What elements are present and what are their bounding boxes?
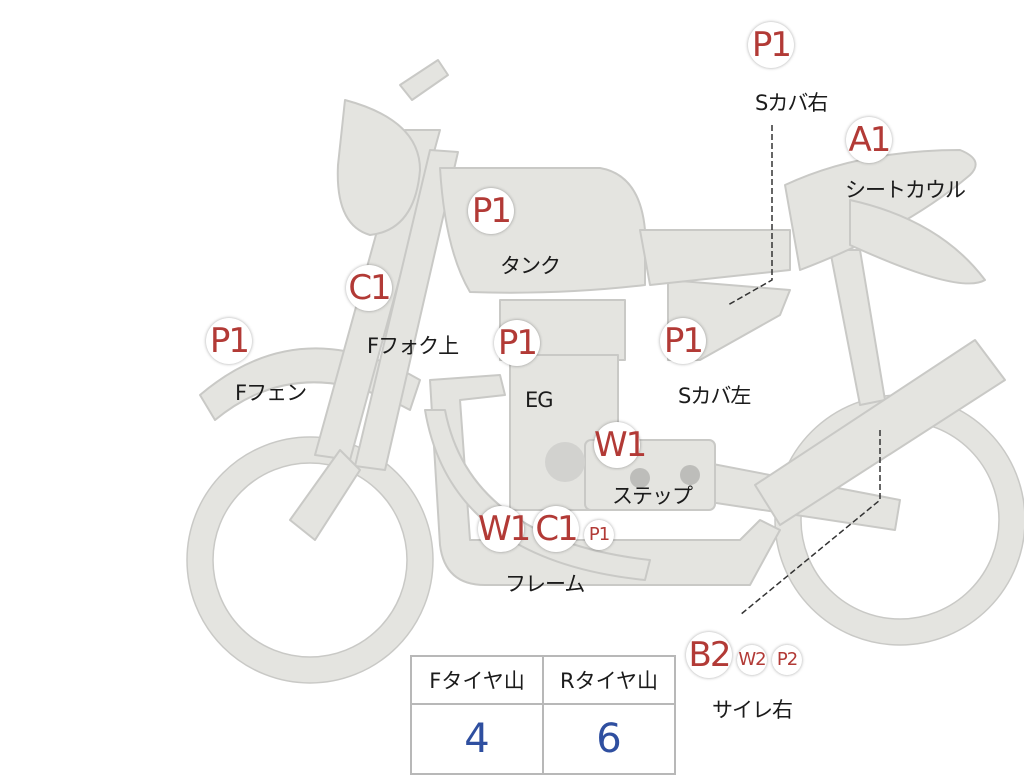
grade-badge-tank: P1 — [468, 188, 514, 234]
seat-shape — [639, 229, 791, 286]
tire-table-header-row: Fタイヤ山 Rタイヤ山 — [410, 655, 676, 705]
label-step: ステップ — [612, 484, 693, 508]
grade-badge-s-cover-left: P1 — [660, 318, 706, 364]
label-tank: タンク — [500, 254, 561, 278]
rear-tire-header: Rタイヤ山 — [542, 655, 676, 705]
grade-badge-s-cover-right: P1 — [748, 22, 794, 68]
grade-badge-engine: P1 — [494, 320, 540, 366]
grade-badge-silencer-p: P2 — [772, 645, 802, 675]
label-frame: フレーム — [505, 572, 585, 596]
label-front-fender: Fフェン — [235, 381, 307, 405]
grade-badge-silencer-w: W2 — [737, 645, 767, 675]
grade-badge-step: W1 — [594, 422, 647, 468]
grade-badge-front-fork-upper: C1 — [346, 265, 392, 311]
front-tire-value: 4 — [410, 703, 544, 775]
label-front-fork-upper: Fフォク上 — [367, 334, 459, 358]
label-seat-cowl: シートカウル — [845, 178, 966, 202]
label-silencer-right: サイレ右 — [712, 698, 793, 722]
tire-tread-table: Fタイヤ山 Rタイヤ山 4 6 — [410, 655, 676, 775]
rear-tire-value: 6 — [542, 703, 676, 775]
grade-badge-frame-c: C1 — [533, 506, 579, 552]
label-s-cover-right: Sカバ右 — [755, 91, 828, 115]
label-engine: EG — [525, 388, 554, 412]
grade-badge-frame-w: W1 — [478, 506, 531, 552]
front-tire-header: Fタイヤ山 — [410, 655, 544, 705]
grade-badge-frame-p: P1 — [584, 520, 614, 550]
tire-table-value-row: 4 6 — [410, 703, 676, 775]
headlight — [336, 99, 421, 236]
grade-badge-front-fender: P1 — [206, 318, 252, 364]
label-s-cover-left: Sカバ左 — [678, 384, 751, 408]
front-wheel — [187, 437, 433, 683]
grade-badge-silencer-b: B2 — [686, 632, 732, 678]
grade-badge-seat-cowl: A1 — [846, 117, 892, 163]
